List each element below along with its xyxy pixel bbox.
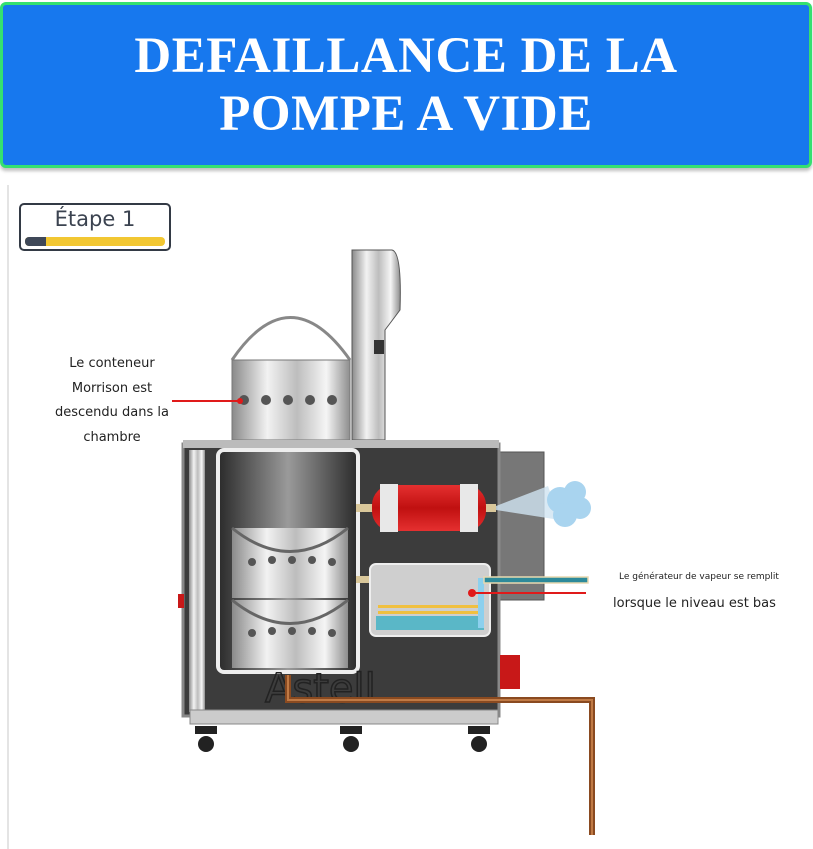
step-label: Étape 1: [54, 207, 136, 231]
pointer-container: [172, 398, 243, 404]
annotation-line: Le conteneur: [69, 356, 155, 371]
copper-pipe: [285, 655, 595, 835]
pointer-generator: [468, 589, 586, 597]
step-progress-fill: [25, 237, 46, 246]
left-border: [7, 185, 9, 849]
chamber: [216, 448, 360, 674]
title-line-1: DEFAILLANCE DE LA: [134, 28, 678, 84]
container-annotation: Le conteneur Morrison est descendu dans …: [48, 352, 176, 450]
generator-annotation-line-2: lorsque le niveau est bas: [613, 596, 776, 611]
steam-cloud-icon: [547, 481, 591, 527]
generator-annotation-line-1: Le générateur de vapeur se remplit: [619, 572, 779, 582]
step-indicator: Étape 1: [19, 203, 171, 251]
astell-logo: Astell: [265, 666, 376, 712]
title-line-2: POMPE A VIDE: [219, 86, 593, 142]
annotation-line: Morrison est: [71, 380, 153, 396]
step-progress-bar: [25, 237, 165, 246]
steam-generator: [356, 563, 589, 637]
title-banner: DEFAILLANCE DE LA POMPE A VIDE: [0, 2, 812, 168]
wheels: [195, 726, 490, 752]
lid: [351, 249, 401, 441]
red-filter: [356, 481, 591, 532]
morrison-container: [230, 316, 352, 441]
annotation-line: descendu dans la: [55, 405, 169, 420]
annotation-line: chambre: [83, 429, 141, 445]
